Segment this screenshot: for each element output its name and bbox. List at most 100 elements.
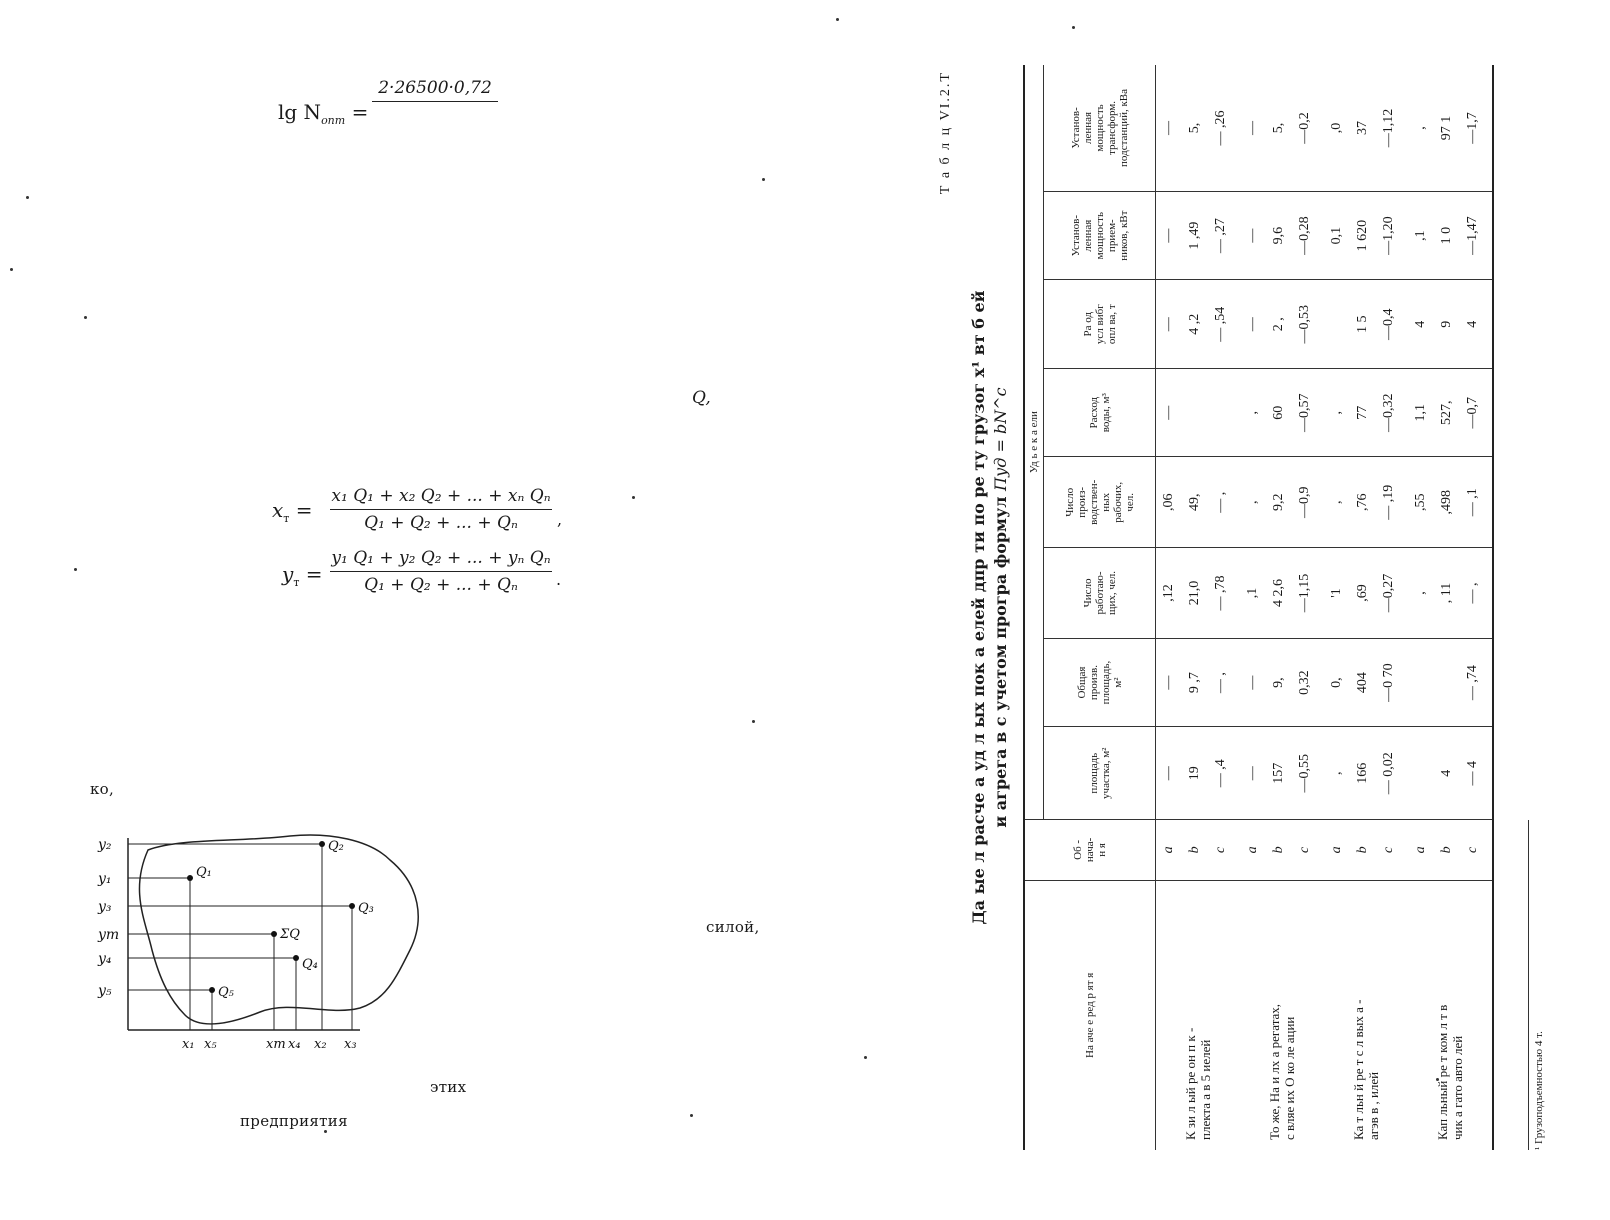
formula3-denominator: Q₁ + Q₂ + ... + Qₙ <box>364 575 518 595</box>
row-value: 0,1 <box>1324 191 1350 280</box>
row-value: ,55 <box>1408 456 1434 548</box>
row-enterprise-name: Кап льный ре т ком л т в чик а гато авто… <box>1408 880 1493 1150</box>
row-value: ,1 <box>1408 191 1434 280</box>
formula2-bar <box>330 509 552 510</box>
figure-label-q4: Q₄ <box>302 957 318 972</box>
row-value: 0,32 <box>1292 638 1324 727</box>
row-value: 0, <box>1324 638 1350 727</box>
row-value: —0,53 <box>1292 279 1324 369</box>
row-code: b <box>1266 819 1292 881</box>
row-value: 9, <box>1266 638 1292 727</box>
row-value: — ,4 <box>1208 726 1240 820</box>
row-value: ,06 <box>1155 456 1182 548</box>
row-value: ,1 <box>1240 547 1266 639</box>
figure-label-q3: Q₃ <box>358 901 374 916</box>
table-row: То же, На и лх а регатах, с вляе их О ко… <box>1240 65 1297 1150</box>
row-value: 157 <box>1266 726 1292 820</box>
row-value: 4 <box>1408 279 1434 369</box>
row-value: — 4 <box>1460 726 1493 820</box>
header-group: Уд ь е к а ели <box>1024 65 1044 820</box>
header-name: На аче е ред р ят я <box>1024 880 1156 1150</box>
header-col-power: Установ- ленная мощность прием- ников, к… <box>1043 191 1156 280</box>
header-col-plot-area: площадь участка, м² <box>1043 726 1156 820</box>
row-value: —0 70 <box>1376 638 1408 727</box>
figure-line-q3 <box>128 905 353 1030</box>
row-value: —0,32 <box>1376 368 1408 457</box>
figure-x-label-x4: x₄ <box>288 1037 301 1052</box>
word-q: Q, <box>692 388 712 408</box>
row-code: b <box>1350 819 1376 881</box>
formula2-lhs: x <box>272 498 284 522</box>
row-value: — ,78 <box>1208 547 1240 639</box>
header-col-prod-workers: Число произ- водствен- ных рабочих, чел. <box>1043 456 1156 548</box>
figure-territory-outline <box>138 834 419 1025</box>
row-value: , <box>1324 456 1350 548</box>
scan-speck <box>752 720 755 723</box>
figure-y-label-y2: y₂ <box>97 837 112 853</box>
figure-label-q5: Q₅ <box>218 985 235 1000</box>
formula3-tail: . <box>556 570 562 589</box>
row-value: — <box>1240 191 1266 280</box>
row-value: — <box>1240 65 1266 192</box>
row-value: , <box>1324 368 1350 457</box>
scan-speck <box>84 316 87 319</box>
figure-point-q5 <box>209 987 215 993</box>
row-value: 9 <box>1434 279 1460 369</box>
row-value: — ,27 <box>1208 191 1240 280</box>
header-col-water: Расход воды, м³ <box>1043 368 1156 457</box>
figure-y-label-y3: y₃ <box>97 899 112 915</box>
row-value: 1,1 <box>1408 368 1434 457</box>
row-code: c <box>1208 819 1240 881</box>
row-value: — <box>1155 726 1182 820</box>
formula1-bar <box>372 101 498 102</box>
row-value: — ,19 <box>1376 456 1408 548</box>
load-centre-figure: y₂ y₁ y₃ yт y₄ y₅ x₁ x₅ xт x₄ x₂ x₃ Q₁ Q… <box>97 834 419 1052</box>
row-code: b <box>1182 819 1208 881</box>
row-code: a <box>1324 819 1350 881</box>
figure-point-q2 <box>319 841 325 847</box>
row-value: 9,2 <box>1266 456 1292 548</box>
row-value: ,0 <box>1324 65 1350 192</box>
data-table: На аче е ред р ят я Об - нача- н я Уд ь … <box>1023 65 1494 1150</box>
formula1-lhs-sub: опт <box>321 114 346 127</box>
row-enterprise-name: То же, На и лх а регатах, с вляе их О ко… <box>1267 1003 1297 1140</box>
table-title-formula: Пуд = bN^c <box>991 387 1010 491</box>
formula3-fraction: y₁ Q₁ + y₂ Q₂ + ... + yₙ Qₙ Q₁ + Q₂ + ..… <box>330 548 552 595</box>
row-value: —0,55 <box>1292 726 1324 820</box>
row-value: 1 5 <box>1350 279 1376 369</box>
figure-x-label-x5: x₅ <box>204 1037 217 1052</box>
scan-speck <box>632 496 635 499</box>
row-value: ,69 <box>1350 547 1376 639</box>
formula1-lhs: lg N <box>278 100 322 124</box>
row-value: 166 <box>1350 726 1376 820</box>
row-value: 4 2,6 <box>1266 547 1292 639</box>
row-value: — <box>1240 279 1266 369</box>
row-code: a <box>1240 819 1266 881</box>
formula3-numerator: y₁ Q₁ + y₂ Q₂ + ... + yₙ Qₙ <box>331 548 551 568</box>
row-value: — ,74 <box>1460 638 1493 727</box>
row-value: —0,28 <box>1292 191 1324 280</box>
header-col-workers: Число работаю- щих, чел. <box>1043 547 1156 639</box>
row-value: ,76 <box>1350 456 1376 548</box>
scan-speck <box>690 1114 693 1117</box>
figure-line-q1 <box>128 877 191 1030</box>
row-value: —1,47 <box>1460 191 1493 280</box>
row-value: 37 <box>1350 65 1376 192</box>
table-title: Да ые л расче а уд л ых пок а елей дпр т… <box>968 65 1012 1150</box>
row-value: , <box>1240 456 1266 548</box>
formula3-bar <box>330 571 552 572</box>
row-value: — <box>1155 368 1182 457</box>
figure-x-label-xt: xт <box>266 1037 286 1052</box>
row-value: '1 <box>1324 547 1350 639</box>
row-value: — ,54 <box>1208 279 1240 369</box>
formula1-fraction: 2·26500·0,72 <box>372 78 498 105</box>
table-row: Кап льный ре т ком л т в чик а гато авто… <box>1408 65 1493 1150</box>
scan-speck <box>324 1130 327 1133</box>
row-value: 1 620 <box>1350 191 1376 280</box>
scan-speck <box>1436 1078 1439 1081</box>
row-value: 19 <box>1182 726 1208 820</box>
row-value: 404 <box>1350 638 1376 727</box>
row-value <box>1408 638 1434 727</box>
row-value: — , <box>1208 638 1240 727</box>
row-value: —0,4 <box>1376 279 1408 369</box>
